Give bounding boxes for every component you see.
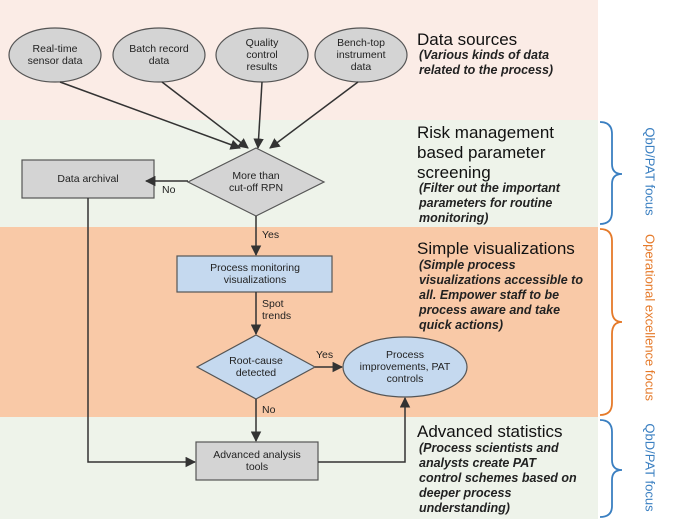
section-title-data-sources: Data sources	[417, 30, 518, 49]
edge-label-no-archival: No	[162, 184, 176, 196]
focus-label-top: QbD/PAT focus	[643, 122, 658, 222]
label-benchtop-instrument: Bench-top instrument data	[336, 37, 386, 73]
node-advanced-analysis	[195, 441, 319, 481]
brace-middle	[599, 228, 623, 416]
section-desc-advanced-statistics: (Process scientists and analysts create …	[419, 441, 577, 515]
edge-batch-to-cutoff	[161, 81, 249, 149]
label-cutoff: More than cut-off RPN	[228, 170, 284, 194]
section-desc-data-sources: (Various kinds of data related to the pr…	[419, 48, 554, 77]
node-process-monitoring	[176, 255, 333, 293]
label-quality-control: Quality control results	[245, 37, 279, 73]
edge-label-spot-trends: Spot trends	[262, 298, 292, 322]
label-data-archival: Data archival	[57, 173, 119, 185]
label-rootcause: Root-cause detected	[229, 355, 283, 379]
node-benchtop-instrument	[314, 27, 408, 83]
label-realtime-sensor: Real-time sensor data	[27, 43, 83, 67]
brace-top	[599, 121, 623, 225]
focus-label-top-text: QbD/PAT focus	[642, 127, 658, 216]
edge-benchtop-to-cutoff	[269, 81, 359, 149]
label-process-improvements: Process improvements, PAT controls	[359, 349, 451, 385]
edge-realtime-to-cutoff	[59, 81, 241, 150]
section-title-risk-management: Risk management based parameter screenin…	[417, 123, 555, 182]
focus-label-bottom-text: QbD/PAT focus	[642, 423, 658, 512]
edge-label-no-advanced: No	[262, 404, 276, 416]
label-process-monitoring: Process monitoring visualizations	[210, 262, 300, 286]
focus-label-middle-text: Operational excellence focus	[642, 234, 658, 401]
section-desc-risk-management: (Filter out the important parameters for…	[419, 181, 560, 225]
brace-bottom	[599, 419, 623, 518]
node-realtime-sensor	[8, 27, 102, 83]
focus-label-middle: Operational excellence focus	[643, 228, 658, 408]
edge-label-yes-improvements: Yes	[316, 349, 334, 361]
label-advanced-analysis: Advanced analysis tools	[213, 449, 301, 473]
edge-label-yes-monitoring: Yes	[262, 229, 280, 241]
label-batch-record: Batch record data	[129, 43, 189, 67]
section-title-advanced-statistics: Advanced statistics	[417, 422, 563, 441]
section-title-simple-visualizations: Simple visualizations	[417, 239, 575, 258]
edge-archival-to-advanced	[87, 198, 197, 468]
node-batch-record	[112, 27, 206, 83]
edge-advanced-to-improvements	[318, 396, 411, 463]
focus-label-bottom: QbD/PAT focus	[643, 418, 658, 518]
edge-quality-to-cutoff	[253, 81, 264, 150]
section-desc-simple-visualizations: (Simple process visualizations accessibl…	[419, 258, 583, 332]
node-data-archival	[21, 159, 155, 199]
